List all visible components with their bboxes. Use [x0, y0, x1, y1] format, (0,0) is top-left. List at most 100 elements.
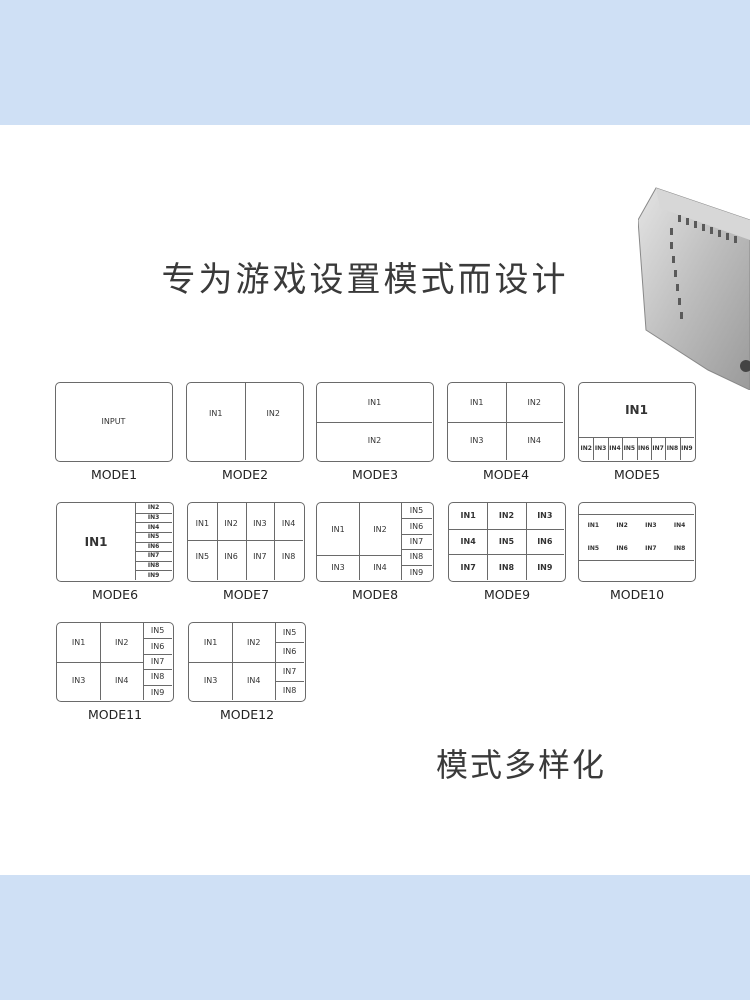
input-cell: IN9	[409, 567, 424, 577]
divider	[143, 638, 172, 640]
input-cell: IN8	[673, 544, 686, 552]
input-cell: IN3	[594, 444, 607, 452]
divider	[275, 680, 304, 682]
input-cell: IN4	[609, 444, 621, 452]
mode-label: MODE9	[483, 587, 531, 602]
input-cell: IN4	[114, 676, 129, 686]
input-cell: IN9	[537, 562, 553, 572]
input-cell: IN3	[253, 519, 267, 529]
input-cell: IN1	[84, 534, 108, 549]
input-cell: IN8	[666, 444, 679, 452]
divider	[188, 539, 303, 541]
divider	[143, 623, 145, 700]
divider	[487, 503, 489, 580]
input-cell: IN3	[203, 676, 218, 686]
divider	[135, 512, 172, 514]
divider	[400, 518, 432, 520]
input-cell: IN5	[282, 628, 297, 638]
divider	[143, 684, 172, 686]
input-cell: IN2	[616, 521, 628, 529]
input-cell: IN2	[373, 524, 387, 534]
input-cell: IN5	[587, 544, 600, 552]
mode-label: MODE7	[222, 587, 270, 602]
bottom-banner	[0, 875, 750, 1000]
input-cell: IN7	[460, 562, 476, 572]
input-cell: IN5	[147, 533, 160, 541]
input-cell: IN3	[71, 676, 86, 686]
divider	[607, 436, 609, 460]
input-cell: IN2	[266, 408, 280, 418]
divider	[135, 522, 172, 524]
input-cell: IN2	[498, 511, 515, 521]
input-cell: IN5	[623, 444, 636, 452]
input-cell: IN2	[580, 444, 592, 452]
divider	[244, 383, 246, 460]
divider	[245, 503, 247, 580]
mode-label: MODE3	[351, 467, 399, 482]
divider	[135, 570, 172, 572]
input-cell: IN2	[224, 519, 238, 529]
divider	[579, 513, 694, 515]
input-cell: IN1	[195, 519, 210, 529]
mode-label: MODE6	[91, 587, 139, 602]
divider	[317, 421, 432, 423]
input-cell: IN4	[147, 523, 160, 531]
mode-label: MODE11	[87, 707, 143, 722]
input-cell: IN7	[147, 552, 160, 560]
input-cell: IN8	[498, 562, 515, 572]
input-cell: IN4	[373, 563, 387, 573]
input-cell: IN8	[150, 672, 165, 682]
input-cell: IN9	[150, 687, 165, 697]
input-cell: IN4	[281, 519, 296, 529]
input-cell: IN8	[147, 562, 160, 570]
input-cell: IN3	[147, 513, 160, 521]
input-cell: IN1	[460, 511, 476, 521]
divider	[400, 533, 432, 535]
divider	[679, 436, 681, 460]
input-cell: IN5	[150, 626, 165, 636]
mode-label: MODE1	[90, 467, 138, 482]
input-cell: IN4	[246, 676, 261, 686]
divider	[135, 560, 172, 562]
top-banner	[0, 0, 750, 125]
input-cell: IN2	[527, 397, 541, 407]
divider	[143, 653, 172, 655]
divider	[275, 661, 304, 663]
input-cell: IN1	[203, 637, 218, 647]
divider	[274, 503, 276, 580]
mode-label: MODE4	[482, 467, 530, 482]
input-cell: IN2	[367, 436, 382, 446]
input-cell: IN1	[625, 402, 648, 417]
divider	[400, 564, 432, 566]
divider	[317, 555, 401, 557]
input-cell: IN3	[537, 511, 553, 521]
input-cell: IN5	[498, 536, 515, 546]
input-cell: IN6	[224, 551, 238, 561]
divider	[400, 503, 402, 580]
mode-label: MODE8	[351, 587, 399, 602]
input-cell: IN8	[409, 552, 424, 562]
input-cell: IN4	[527, 436, 541, 446]
divider	[650, 436, 652, 460]
divider	[143, 669, 172, 671]
input-cell: IN5	[409, 506, 424, 516]
input-cell: IN1	[587, 521, 600, 529]
input-cell: IN8	[281, 551, 296, 561]
